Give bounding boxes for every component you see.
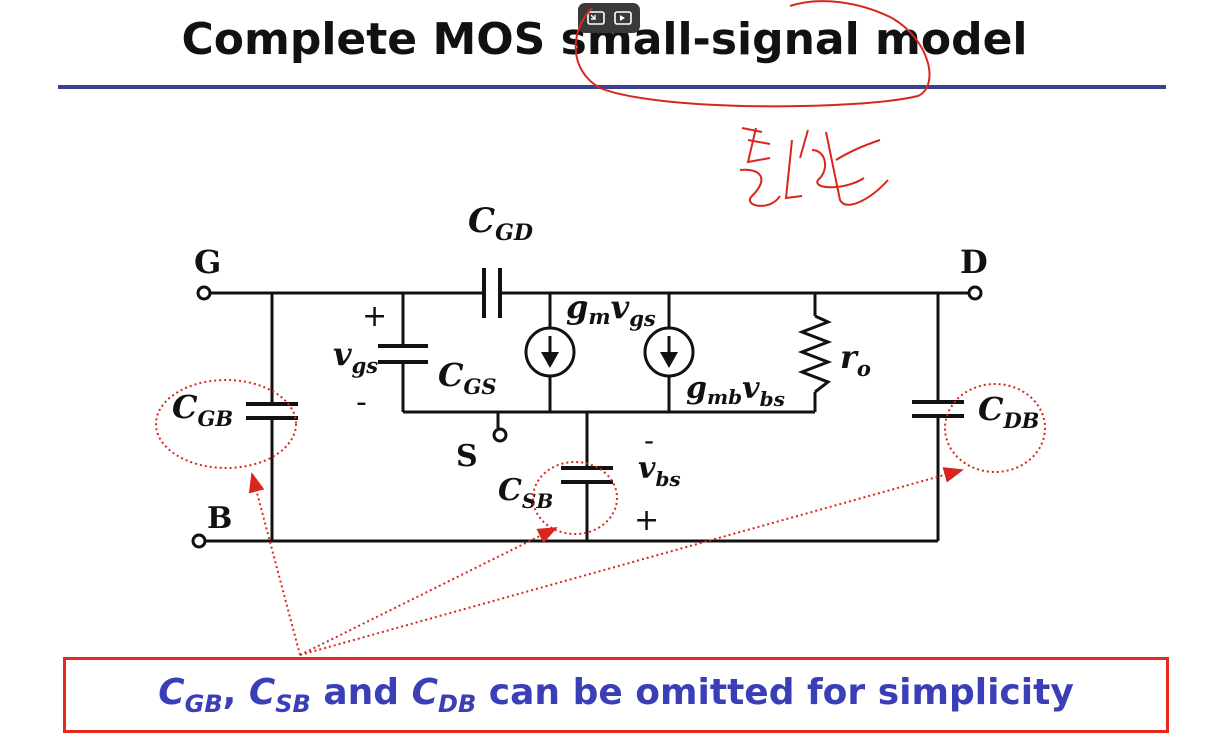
vbs-plus-sign: + [634,503,659,538]
label-part: g [686,371,707,406]
label-part: C [438,356,464,394]
gmb-label: gmbvbs [686,371,785,411]
label-part: v [742,371,760,406]
label-part: GS [463,374,496,399]
vbs-label: vbs [638,451,681,491]
ro-resistor [797,314,833,394]
label-part: GD [495,220,533,246]
label-part: v [611,288,630,326]
gate-terminal [196,285,212,301]
gm-current-source [524,326,576,378]
vgs-minus-sign: - [356,385,367,420]
exit-fullscreen-icon[interactable] [585,8,607,28]
source-terminal [492,427,508,443]
cgd-label: CGD [468,201,533,246]
label-part: C [498,473,522,508]
handwritten-annotation [574,0,931,207]
label-part: mb [707,385,742,409]
arrow-to-cdb [299,467,964,656]
arrow-to-cgb [248,472,301,656]
label-part: v [638,451,656,486]
vgs-plus-sign: + [362,299,387,334]
vgs-label: vgs [333,335,378,378]
cdb-highlight-ellipse [944,383,1046,473]
title-divider [58,85,1166,89]
circuit-wires [206,291,968,543]
note-box: CGB, CSB and CDB can be omitted for simp… [63,657,1169,733]
label-part: bs [760,387,785,411]
label-part: gs [352,353,379,378]
drain-terminal [967,285,983,301]
label-part: SB [522,489,553,513]
label-part: gs [629,306,656,331]
label-part: C [172,388,198,426]
terminals [191,285,983,549]
label-part: o [857,356,871,381]
node-g-label: G [194,243,221,281]
bulk-terminal [191,533,207,549]
label-part: v [333,335,352,373]
arrow-to-csb [299,527,558,656]
video-expand-icon[interactable] [612,8,634,28]
capacitors [246,268,964,484]
node-b-label: B [207,501,232,536]
label-part: bs [655,467,680,491]
label-part: g [566,288,588,326]
node-d-label: D [960,243,988,281]
ro-label: ro [840,338,871,381]
handwritten-circle [574,0,931,108]
label-part: C [468,201,495,241]
node-s-label: S [456,439,478,474]
vbs-minus-sign: - [644,424,654,457]
handwritten-characters [739,127,889,207]
gm-label: gmvgs [566,288,656,331]
cgb-highlight-ellipse [155,379,297,469]
cgb-label: CGB [172,388,233,431]
label-part: DB [1002,408,1039,433]
cgs-label: CGS [438,356,497,399]
note-text: CGB, CSB and CDB can be omitted for simp… [158,672,1074,718]
gmb-current-source [643,326,695,378]
label-part: GB [197,406,233,431]
csb-highlight-ellipse [532,461,618,535]
label-part: r [840,338,859,376]
label-part: C [978,390,1004,428]
cdb-label: CDB [978,390,1039,433]
csb-label: CSB [498,473,553,513]
annotation-marks [155,379,1046,656]
label-part: m [588,304,610,329]
video-toolbar [578,3,640,33]
